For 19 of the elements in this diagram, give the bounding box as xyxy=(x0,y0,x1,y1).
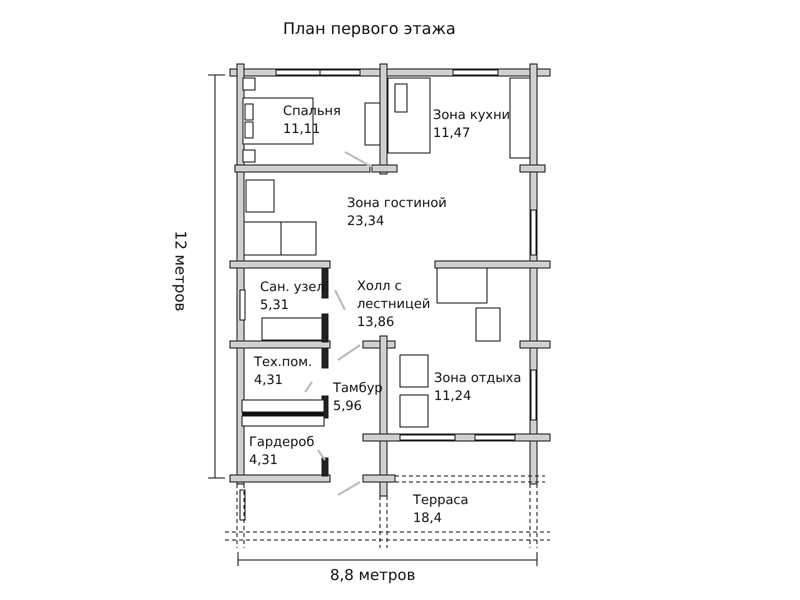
room-area: 4,31 xyxy=(254,372,312,390)
room-name: Зона отдыха xyxy=(434,370,522,388)
room-name: Тех.пом. xyxy=(254,354,312,372)
room-area: 5,96 xyxy=(333,398,383,416)
room-area: 5,31 xyxy=(260,297,335,315)
room-name: Гардероб xyxy=(249,434,314,452)
room-name: Холл с лестницей xyxy=(357,278,432,314)
dimension-label: 8,8 метров xyxy=(330,566,416,584)
room-area: 23,34 xyxy=(347,213,447,231)
room-area: 13,86 xyxy=(357,314,437,332)
room-area: 4,31 xyxy=(249,452,314,470)
room-area: 18,4 xyxy=(413,510,469,528)
plan-title: План первого этажа xyxy=(283,20,456,38)
room-area: 11,47 xyxy=(433,125,510,143)
room-name: Зона гостиной xyxy=(347,195,447,213)
room-name: Зона кухни xyxy=(433,107,510,125)
dimension-label: 12 метров xyxy=(171,230,190,312)
room-name: Терраса xyxy=(413,492,469,510)
room-area: 11,24 xyxy=(434,388,522,406)
